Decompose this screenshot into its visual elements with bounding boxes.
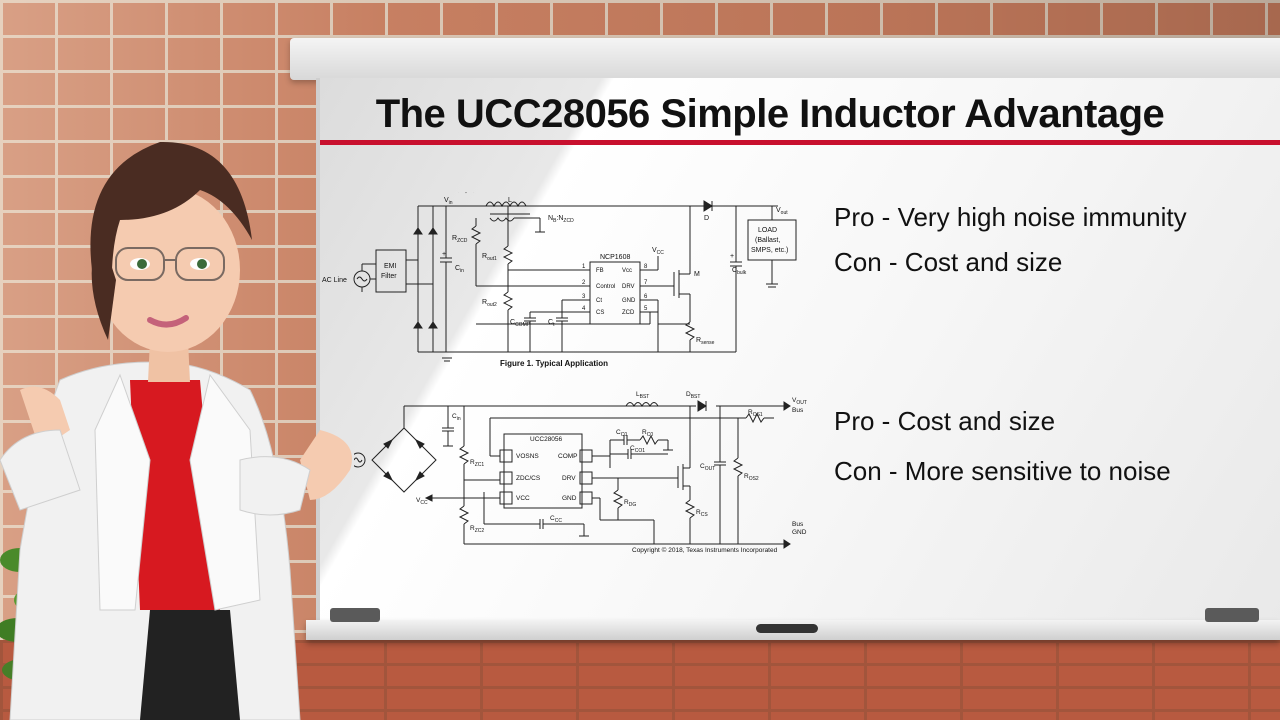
emi-label-2: Filter — [381, 273, 397, 280]
pin-number: 1 — [582, 264, 586, 270]
ic-pin-vosns: VOSNS — [516, 453, 539, 460]
ic-pin-vcc: Vcc — [622, 268, 632, 274]
slide-title: The UCC28056 Simple Inductor Advantage — [375, 92, 1165, 136]
emi-label: EMI — [384, 263, 397, 270]
rsense-label: Rsense — [696, 337, 715, 346]
ic-pin-zcd-cs: ZDC/CS — [516, 475, 541, 482]
pro-2: Pro - Cost and size — [834, 406, 1056, 436]
bus-label: Bus — [792, 407, 804, 414]
rzc1-label: RZC1 — [470, 459, 484, 468]
dbst-label: DBST — [686, 391, 700, 400]
rc0-label: RC0 — [642, 429, 653, 438]
whiteboard-top-rail — [290, 38, 1280, 80]
copyright-text: Copyright © 2018, Texas Instruments Inco… — [632, 546, 778, 554]
bus-gnd-label-2: GND — [792, 529, 807, 536]
pin-number: 8 — [644, 264, 648, 270]
pin-number: 4 — [582, 306, 586, 312]
rcs-label: RCS — [696, 509, 708, 518]
ic-pin-cs: CS — [596, 310, 604, 316]
vout-label: VOUT — [792, 397, 807, 406]
pin-number: 5 — [644, 306, 648, 312]
tray-bracket-left — [330, 608, 380, 622]
cin-label: Cin — [452, 413, 461, 422]
load-label-3: SMPS, etc.) — [751, 247, 788, 254]
cbulk-plus: + — [730, 253, 734, 260]
ucc28056-schematic: LBST DBST VOUT Bus Bus GND ROS1 ROS2 COU… — [354, 391, 807, 554]
ic-pin-ct: Ct — [596, 298, 602, 304]
ic-pin-fb: FB — [596, 268, 604, 274]
ic-pin-vcc: VCC — [516, 495, 530, 502]
marker — [756, 624, 818, 633]
figure-caption: Figure 1. Typical Application — [500, 359, 608, 368]
ncp1608-label: NCP1608 — [600, 254, 630, 261]
load-label-2: (Ballast, — [755, 237, 780, 244]
turns-ratio-label: NB:NZCD — [548, 215, 574, 224]
ic-pin-comp: COMP — [558, 453, 578, 460]
ros2-label: ROS2 — [744, 473, 759, 482]
vcc-label: VCC — [416, 497, 428, 506]
vin-label: Vin — [444, 197, 453, 206]
ros1-label: ROS1 — [748, 409, 763, 418]
ncp1608-schematic: Vin L NB:NZCD D Vout LOAD (Ballast, SMPS… — [322, 192, 797, 368]
lbst-label: LBST — [636, 391, 649, 400]
rzcd-label: RZCD — [452, 235, 468, 244]
ac-line-label: AC Line — [322, 277, 347, 284]
cin-plus: + — [442, 251, 446, 258]
diode-label: D — [704, 215, 709, 222]
con-1: Con - Cost and size — [834, 247, 1063, 277]
pin-number: 2 — [582, 280, 586, 286]
ct-label: Ct — [548, 319, 555, 328]
cc1-label: CCO1 — [630, 445, 645, 454]
vout-label: Vout — [776, 207, 788, 216]
ic-pin-gnd: GND — [622, 298, 636, 304]
mosfet-label: M — [694, 271, 700, 278]
ic-pin-drv: DRV — [562, 475, 576, 482]
con-2: Con - More sensitive to noise — [834, 456, 1171, 486]
cout-label: COUT — [700, 463, 715, 472]
ucc28056-label: UCC28056 — [530, 436, 563, 443]
load-label: LOAD — [758, 227, 777, 234]
pin-number: 7 — [644, 280, 648, 286]
ic-pin-zcd: ZCD — [622, 310, 635, 316]
rdg-label: RDG — [624, 499, 636, 508]
vcc-label: VCC — [652, 247, 664, 256]
presenter-avatar — [0, 141, 352, 720]
tray-bracket-right — [1205, 608, 1259, 622]
rout1-label: Rout1 — [482, 253, 497, 262]
ccomp-label: CCOMP — [510, 319, 531, 328]
inductor-label: L — [508, 197, 512, 204]
ic-pin-drv: DRV — [622, 284, 635, 290]
cin-label: Cin — [455, 265, 464, 274]
pin-number: 6 — [644, 294, 648, 300]
rzc2-label: RZC2 — [470, 525, 484, 534]
ccc-label: CCC — [550, 515, 562, 524]
cbulk-label: Cbulk — [732, 267, 747, 276]
pro-1: Pro - Very high noise immunity — [834, 202, 1187, 232]
whiteboard — [316, 78, 1280, 624]
cc0-label: CC0 — [616, 429, 627, 438]
rout2-label: Rout2 — [482, 299, 497, 308]
ic-pin-gnd: GND — [562, 495, 577, 502]
pin-number: 3 — [582, 294, 586, 300]
title-underline — [320, 140, 1280, 145]
bus-gnd-label: Bus — [792, 521, 804, 528]
ic-pin-control: Control — [596, 284, 615, 290]
